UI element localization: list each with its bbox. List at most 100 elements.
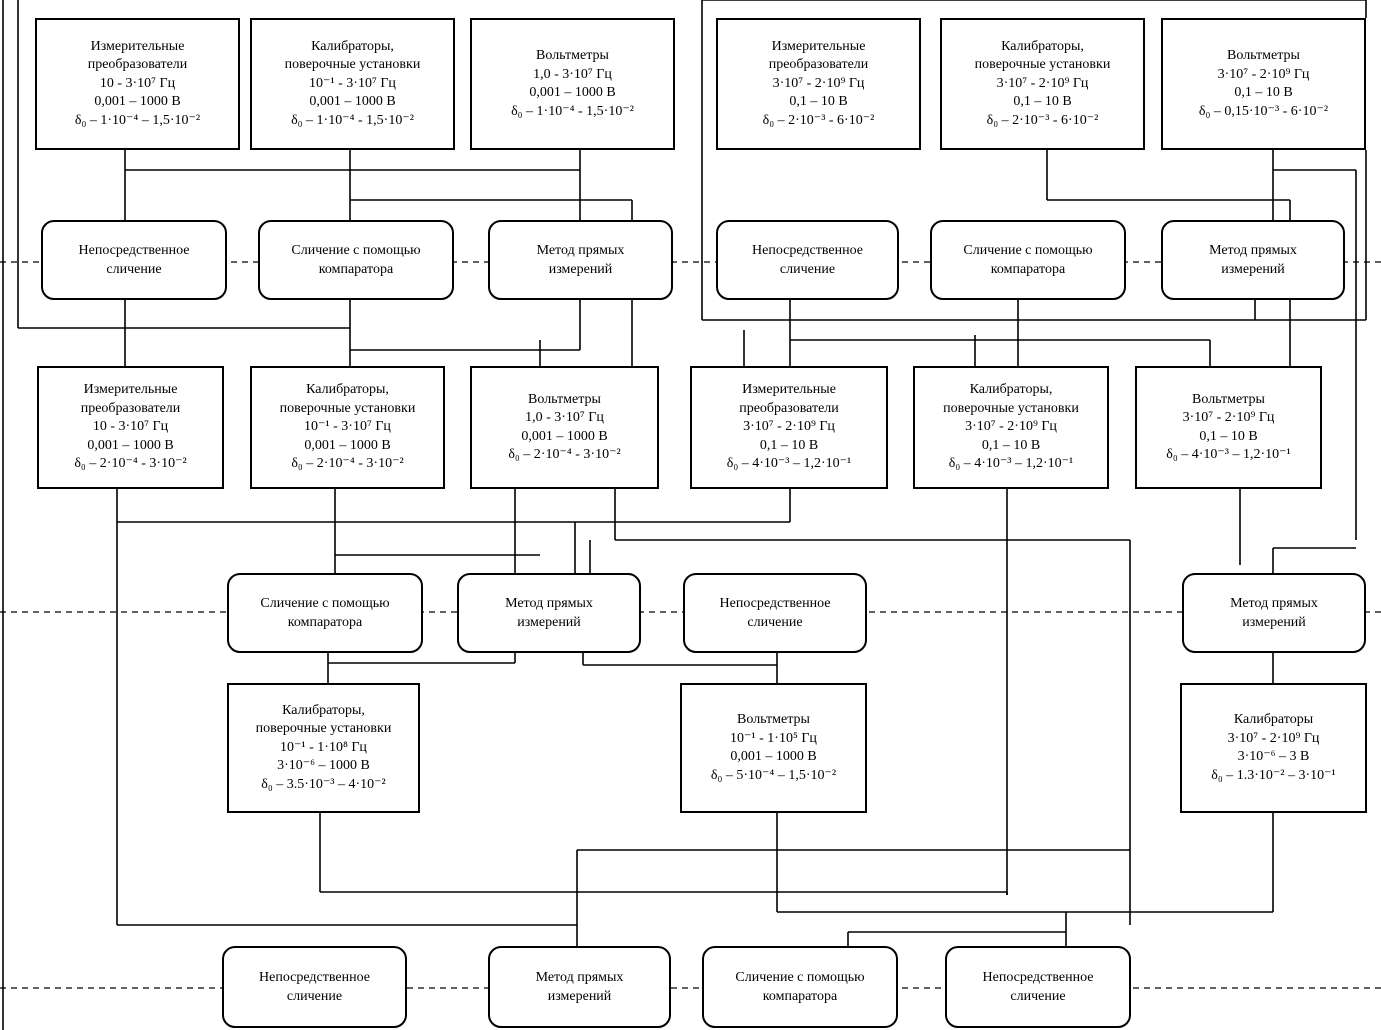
node-line: 0,1 – 10 В <box>1199 428 1258 444</box>
node-line: 10⁻¹ - 3·10⁷ Гц <box>304 419 391 435</box>
node-line: измерений <box>517 615 581 630</box>
node-line: Сличение с помощью <box>735 970 865 985</box>
method-direct-comparison-5: Непосредственное сличение <box>945 946 1131 1028</box>
node-line: поверочные установки <box>284 57 421 73</box>
node-line: δ₀ – 4·10⁻³ – 1,2·10⁻¹ <box>726 456 852 472</box>
box-mid-measuring-converters-hf: Измерительные преобразователи 3·10⁷ - 2·10… <box>690 366 888 489</box>
node-line: δ₀ – 2·10⁻³ - 6·10⁻² <box>762 112 875 128</box>
node-line: 3·10⁷ - 2·10⁹ Гц <box>965 419 1057 435</box>
node-line: Сличение с помощью <box>260 596 390 611</box>
node-line: Калибраторы, <box>1001 38 1084 54</box>
node-line: Калибраторы, <box>306 382 389 398</box>
node-line: Калибраторы, <box>311 38 394 54</box>
node-line: 3·10⁻⁶ – 1000 В <box>277 758 370 774</box>
node-line: δ₀ – 4·10⁻³ – 1,2·10⁻¹ <box>948 456 1074 472</box>
node-line: Измерительные <box>83 382 178 398</box>
node-line: Вольтметры <box>737 712 810 727</box>
node-line: δ₀ – 2·10⁻⁴ - 3·10⁻² <box>291 456 404 472</box>
node-line: 0,001 – 1000 В <box>309 94 396 110</box>
node-line: Метод прямых <box>535 970 624 985</box>
node-line: 0,1 – 10 В <box>789 94 848 110</box>
node-line: δ₀ – 0,15·10⁻³ - 6·10⁻² <box>1198 103 1329 119</box>
node-line: δ₀ – 1·10⁻⁴ - 1,5·10⁻² <box>511 103 634 119</box>
node-line: δ₀ – 2·10⁻³ - 6·10⁻² <box>986 112 1099 128</box>
node-line: δ₀ – 1·10⁻⁴ - 1,5·10⁻² <box>291 112 414 128</box>
node-line: 0,1 – 10 В <box>1234 85 1293 100</box>
box-working-voltmeters: Вольтметры 10⁻¹ - 1·10⁵ Гц 0,001 – 1000 В δ… <box>680 683 867 813</box>
node-line: 1,0 - 3·10⁷ Гц <box>533 66 612 82</box>
node-line: 10 - 3·10⁷ Гц <box>92 419 169 435</box>
node-line: поверочные установки <box>255 721 392 737</box>
node-line: измерений <box>1242 615 1306 630</box>
node-line: поверочные установки <box>279 400 416 416</box>
node-line: δ₀ – 2·10⁻⁴ - 3·10⁻² <box>508 447 621 462</box>
node-line: Непосредственное <box>259 970 370 985</box>
node-line: 0,1 – 10 В <box>981 437 1041 453</box>
node-line: Вольтметры <box>528 391 601 407</box>
node-line: 3·10⁷ - 2·10⁹ Гц <box>1227 730 1320 746</box>
node-line: 3·10⁻⁶ – 3 В <box>1237 749 1310 764</box>
node-line: 1,0 - 3·10⁷ Гц <box>525 410 604 425</box>
node-line: сличение <box>1010 989 1066 1004</box>
box-mid-measuring-converters-lf: Измерительные преобразователи 10 - 3·10⁷ Г… <box>37 366 224 489</box>
node-line: 3·10⁷ - 2·10⁹ Гц <box>743 419 835 435</box>
node-line: Непосредственное <box>982 970 1094 985</box>
node-line: сличение <box>779 262 836 277</box>
node-line: измерений <box>547 989 612 1004</box>
method-direct-comparison-4: Непосредственное сличение <box>222 946 407 1028</box>
method-direct-measurement-3: Метод прямых измерений <box>457 573 641 653</box>
node-line: поверочные установки <box>943 400 1079 416</box>
node-line: Метод прямых <box>536 243 625 258</box>
node-line: Сличение с помощью <box>291 243 421 258</box>
node-line: 10 - 3·10⁷ Гц <box>99 75 176 91</box>
node-line: сличение <box>286 989 343 1004</box>
node-line: Вольтметры <box>1227 48 1300 63</box>
node-line: δ₀ – 5·10⁻⁴ – 1,5·10⁻² <box>710 767 837 783</box>
node-line: 0,001 – 1000 В <box>521 428 608 444</box>
node-line: Измерительные <box>90 38 185 54</box>
node-line: компаратора <box>990 262 1066 277</box>
method-direct-measurement-1: Метод прямых измерений <box>488 220 673 300</box>
node-line: сличение <box>106 262 162 277</box>
node-line: 0,1 – 10 В <box>759 437 819 453</box>
box-mid-calibrators-lf: Калибраторы, поверочные установки 10⁻¹ - 3… <box>250 366 445 489</box>
node-line: δ₀ – 4·10⁻³ – 1,2·10⁻¹ <box>1166 447 1291 462</box>
method-direct-measurement-4: Метод прямых измерений <box>1182 573 1366 653</box>
node-line: измерений <box>1221 262 1285 277</box>
node-line: Метод прямых <box>505 596 593 611</box>
node-line: 0,1 – 10 В <box>1013 94 1072 110</box>
node-line: δ₀ – 1.3·10⁻² – 3·10⁻¹ <box>1211 767 1336 783</box>
node-line: 0,001 – 1000 В <box>730 749 817 764</box>
node-line: компаратора <box>762 989 838 1004</box>
node-line: Вольтметры <box>536 48 609 63</box>
node-line: поверочные установки <box>974 57 1111 73</box>
node-line: Измерительные <box>742 382 836 398</box>
node-line: Вольтметры <box>1192 391 1265 407</box>
node-line: 3·10⁷ - 2·10⁹ Гц <box>772 75 865 91</box>
node-line: 10⁻¹ - 3·10⁷ Гц <box>309 75 396 91</box>
node-line: 10⁻¹ - 1·10⁵ Гц <box>730 730 817 746</box>
node-line: δ₀ – 3.5·10⁻³ – 4·10⁻² <box>261 776 386 792</box>
node-line: измерений <box>548 262 613 277</box>
box-top-calibrators-lf: Калибраторы, поверочные установки 10⁻¹ - 3… <box>250 18 455 150</box>
method-comparator-4: Сличение с помощью компаратора <box>702 946 898 1028</box>
node-line: Метод прямых <box>1230 596 1318 611</box>
node-line: преобразователи <box>739 400 839 416</box>
node-line: преобразователи <box>768 57 869 73</box>
node-line: преобразователи <box>80 400 181 416</box>
node-line: 0,001 – 1000 В <box>529 85 616 100</box>
node-line: 10⁻¹ - 1·10⁸ Гц <box>280 739 367 755</box>
